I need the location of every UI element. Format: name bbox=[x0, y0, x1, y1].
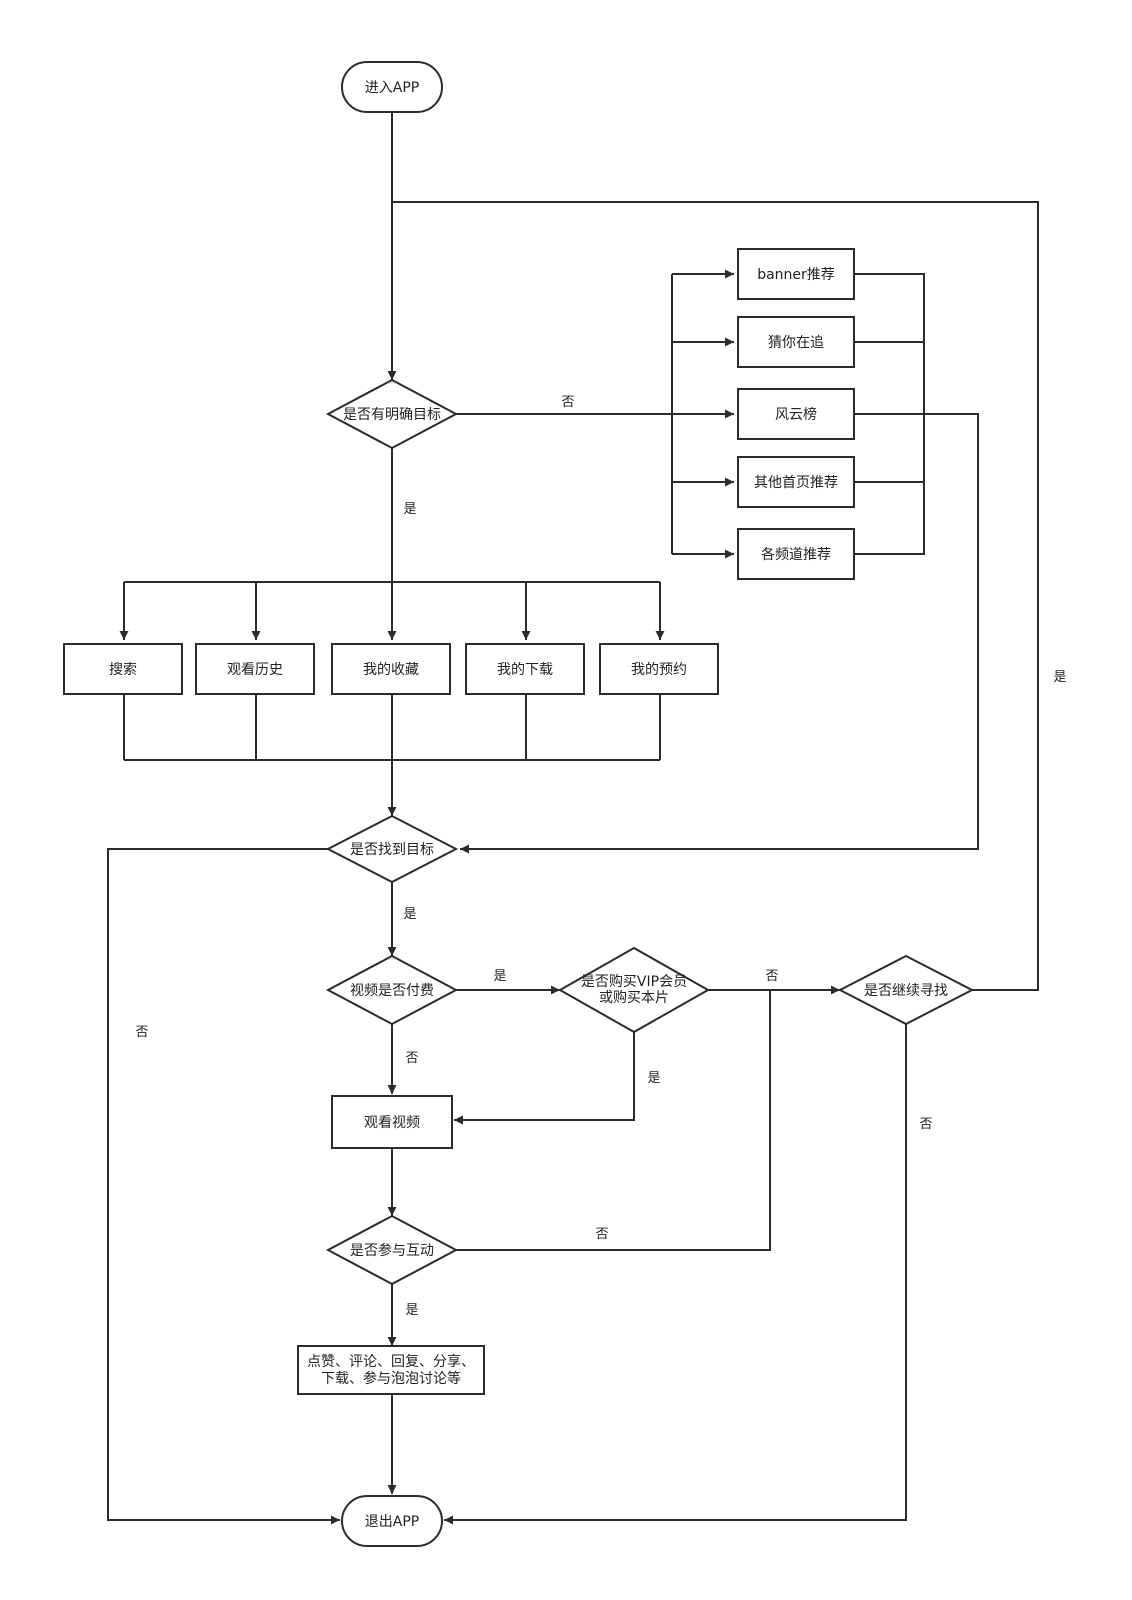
decision-found-label: 是否找到目标 bbox=[350, 842, 434, 858]
banner-label: banner推荐 bbox=[757, 267, 835, 283]
channel-rec-label: 各频道推荐 bbox=[761, 547, 831, 563]
history-label: 观看历史 bbox=[227, 662, 283, 678]
interact-actions-label-line1: 点赞、评论、回复、分享、 bbox=[307, 1353, 475, 1370]
favorites-box bbox=[331, 643, 451, 695]
interact-actions-label-line2: 下载、参与泡泡讨论等 bbox=[321, 1370, 461, 1387]
end-terminal bbox=[341, 1495, 443, 1547]
search-label: 搜索 bbox=[109, 661, 137, 678]
decision-interact-label: 是否参与互动 bbox=[350, 1242, 434, 1259]
label-paid-yes: 是 bbox=[493, 969, 506, 984]
trending-label: 风云榜 bbox=[775, 406, 817, 423]
decision-continue-label: 是否继续寻找 bbox=[864, 982, 948, 999]
decision-buy bbox=[557, 946, 711, 1034]
reservations-box bbox=[599, 643, 719, 695]
decision-continue bbox=[837, 954, 975, 1026]
decision-paid bbox=[325, 954, 459, 1026]
label-clear-goal-no: 否 bbox=[561, 395, 574, 410]
watch-video-label: 观看视频 bbox=[364, 1115, 420, 1131]
label-continue-no: 否 bbox=[919, 1117, 932, 1132]
decision-buy-label-line1: 是否购买VIP会员 bbox=[581, 974, 687, 990]
history-box bbox=[195, 643, 315, 695]
decision-interact bbox=[325, 1214, 459, 1286]
guess-following-label: 猜你在追 bbox=[768, 335, 824, 351]
watch-video-box bbox=[331, 1095, 453, 1149]
nodes: 进入APP 是否有明确目标 banner推荐 猜你在追 风云榜 其他首页推荐 各… bbox=[63, 61, 975, 1547]
other-home-box bbox=[737, 456, 855, 508]
decision-paid-label: 视频是否付费 bbox=[350, 983, 434, 999]
guess-following-box bbox=[737, 316, 855, 368]
edge-interact-no bbox=[456, 990, 771, 1251]
label-paid-no: 否 bbox=[405, 1051, 418, 1066]
reservations-label: 我的预约 bbox=[631, 662, 687, 678]
label-found-no: 否 bbox=[135, 1025, 148, 1040]
edge-labels: 否 是 是 否 是 否 否 是 是 否 否 是 bbox=[135, 395, 1066, 1318]
start-terminal bbox=[341, 61, 443, 113]
channel-rec-box bbox=[737, 528, 855, 580]
label-buy-yes: 是 bbox=[647, 1071, 660, 1086]
edge-continue-yes bbox=[392, 201, 1039, 991]
edge-continue-no bbox=[444, 1024, 907, 1525]
start-label: 进入APP bbox=[365, 80, 419, 96]
favorites-label: 我的收藏 bbox=[363, 662, 419, 678]
decision-clear-goal bbox=[325, 378, 459, 450]
label-interact-yes: 是 bbox=[405, 1303, 418, 1318]
decision-clear-goal-label: 是否有明确目标 bbox=[343, 407, 441, 423]
trending-box bbox=[737, 388, 855, 440]
other-home-label: 其他首页推荐 bbox=[754, 475, 838, 491]
label-buy-no: 否 bbox=[765, 969, 778, 984]
edges bbox=[107, 112, 1039, 1525]
banner-box bbox=[737, 248, 855, 300]
interact-actions-box bbox=[297, 1345, 485, 1395]
label-continue-yes: 是 bbox=[1053, 670, 1066, 685]
end-label: 退出APP bbox=[365, 1514, 419, 1530]
label-clear-goal-yes: 是 bbox=[403, 502, 416, 517]
downloads-box bbox=[465, 643, 585, 695]
edge-buy-yes bbox=[454, 1032, 635, 1125]
label-interact-no: 否 bbox=[595, 1227, 608, 1242]
edge-rec-to-found bbox=[460, 413, 979, 854]
edge-found-no bbox=[107, 848, 340, 1525]
decision-buy-label-line2: 或购买本片 bbox=[599, 990, 669, 1006]
downloads-label: 我的下载 bbox=[497, 662, 553, 678]
decision-found bbox=[325, 814, 459, 884]
search-box bbox=[63, 643, 183, 695]
label-found-yes: 是 bbox=[403, 907, 416, 922]
